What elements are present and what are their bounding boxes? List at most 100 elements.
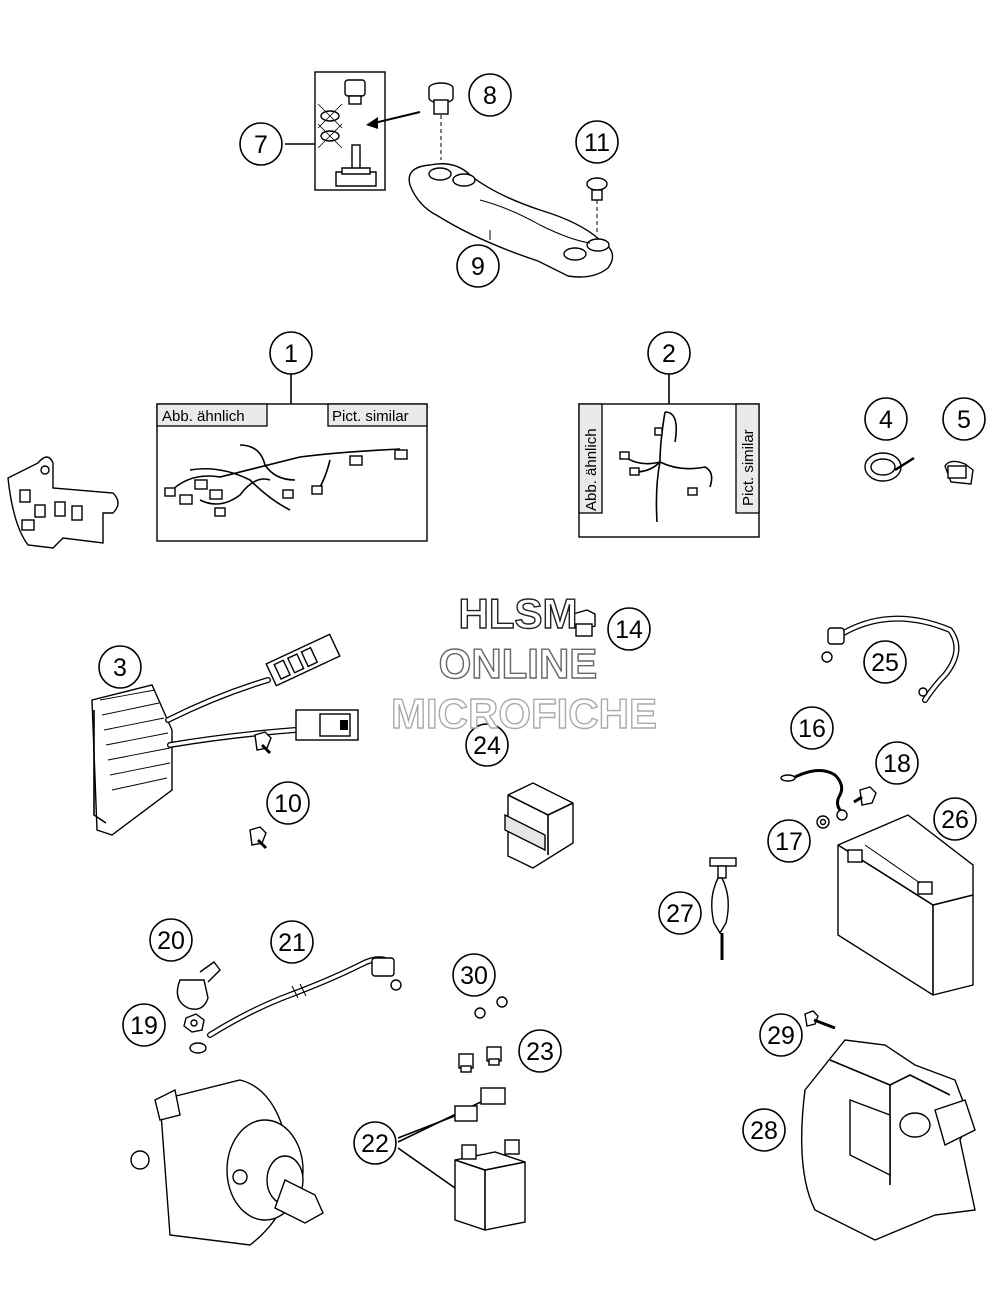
callout-circle <box>575 120 619 164</box>
callout-number: 9 <box>471 253 485 281</box>
part-relay-24[interactable] <box>504 782 574 869</box>
callout-number: 28 <box>750 1117 778 1145</box>
part-handlebar-clamp[interactable] <box>408 163 614 278</box>
callout-8[interactable]: 8 <box>468 73 512 117</box>
callout-24[interactable]: 24 <box>465 723 509 767</box>
callout-circle <box>647 331 691 375</box>
callout-23[interactable]: 23 <box>518 1029 562 1073</box>
part-screw-29[interactable] <box>804 1010 836 1030</box>
callout-number: 2 <box>662 340 676 368</box>
part-starter-relay-22[interactable] <box>397 1087 526 1231</box>
callout-19[interactable]: 19 <box>122 1003 166 1047</box>
callout-circle <box>269 331 313 375</box>
part-fuses-23[interactable] <box>458 1046 502 1073</box>
callout-29[interactable]: 29 <box>759 1013 803 1057</box>
callout-circle <box>875 741 919 785</box>
callout-circle <box>468 73 512 117</box>
part-cap-20[interactable] <box>176 961 221 1010</box>
callout-number: 30 <box>460 962 488 990</box>
callout-number: 20 <box>157 927 185 955</box>
callout-circle <box>239 122 283 166</box>
variant-label-similar-en: Pict. similar <box>332 408 409 425</box>
callout-number: 18 <box>883 750 911 778</box>
callout-circle <box>266 781 310 825</box>
part-ground-cable-16[interactable] <box>780 769 848 821</box>
part-nut-19[interactable] <box>183 1013 205 1033</box>
callout-17[interactable]: 17 <box>767 819 811 863</box>
callout-16[interactable]: 16 <box>790 706 834 750</box>
callout-4[interactable]: 4 <box>864 397 908 441</box>
callout-number: 5 <box>957 406 971 434</box>
callout-30[interactable]: 30 <box>452 953 496 997</box>
callout-28[interactable]: 28 <box>742 1108 786 1152</box>
part-sub-wiring-harness[interactable] <box>578 373 760 538</box>
callout-number: 14 <box>615 616 643 644</box>
callout-circle <box>452 953 496 997</box>
callout-22[interactable]: 22 <box>353 1121 397 1165</box>
callout-25[interactable]: 25 <box>863 640 907 684</box>
callout-circle <box>465 723 509 767</box>
callout-number: 1 <box>284 340 298 368</box>
part-voltage-regulator[interactable] <box>91 633 359 836</box>
part-connector-14[interactable] <box>572 609 596 637</box>
callout-circle <box>933 797 977 841</box>
part-cable-tie[interactable] <box>864 452 915 482</box>
part-starter-cable-21[interactable] <box>189 956 402 1054</box>
callout-circle <box>742 1108 786 1152</box>
callout-14[interactable]: 14 <box>607 607 651 651</box>
part-grommet[interactable] <box>428 82 454 160</box>
callout-number: 4 <box>879 406 893 434</box>
part-cable-clip[interactable] <box>944 460 974 485</box>
part-bracket[interactable] <box>7 456 119 549</box>
callout-10[interactable]: 10 <box>266 781 310 825</box>
callout-number: 19 <box>130 1012 158 1040</box>
callout-circle <box>658 891 702 935</box>
callout-number: 17 <box>775 828 803 856</box>
callout-1[interactable]: 1 <box>269 331 313 375</box>
callout-circle <box>270 920 314 964</box>
callout-3[interactable]: 3 <box>98 645 142 689</box>
part-ignition-lock-set[interactable] <box>285 71 421 191</box>
callout-5[interactable]: 5 <box>942 397 986 441</box>
callout-11[interactable]: 11 <box>575 120 619 164</box>
callout-21[interactable]: 21 <box>270 920 314 964</box>
callout-circle <box>942 397 986 441</box>
callout-26[interactable]: 26 <box>933 797 977 841</box>
callout-number: 25 <box>871 649 899 677</box>
watermark-line-3: MICROFICHE <box>391 690 657 737</box>
callout-9[interactable]: 9 <box>456 244 500 288</box>
part-main-wiring-harness[interactable] <box>156 373 428 542</box>
callout-number: 11 <box>584 129 610 157</box>
part-screws-30[interactable] <box>474 996 508 1019</box>
callout-circle <box>98 645 142 689</box>
part-screw-18[interactable] <box>853 786 877 806</box>
part-screws-10[interactable] <box>249 731 272 850</box>
callout-number: 7 <box>254 131 268 159</box>
part-battery-26[interactable] <box>837 814 974 996</box>
part-battery-cable-25[interactable] <box>821 615 960 703</box>
callout-circle <box>353 1121 397 1165</box>
callout-27[interactable]: 27 <box>658 891 702 935</box>
callout-circle <box>864 397 908 441</box>
part-battery-plug-27[interactable] <box>709 857 737 960</box>
part-battery-holder-28[interactable] <box>800 1039 976 1241</box>
watermark-line-1: HLSM <box>459 590 578 637</box>
callout-20[interactable]: 20 <box>149 918 193 962</box>
callout-number: 3 <box>113 654 127 682</box>
callout-circle <box>759 1013 803 1057</box>
callout-7[interactable]: 7 <box>239 122 283 166</box>
callout-number: 16 <box>798 715 826 743</box>
callout-circle <box>149 918 193 962</box>
part-rubber-plug[interactable] <box>586 177 608 232</box>
callout-circle <box>607 607 651 651</box>
callout-2[interactable]: 2 <box>647 331 691 375</box>
variant-label-similar-de: Abb. ähnlich <box>162 408 245 425</box>
callout-number: 22 <box>361 1130 389 1158</box>
callout-18[interactable]: 18 <box>875 741 919 785</box>
part-starter-motor[interactable] <box>130 1079 324 1246</box>
part-washer-17[interactable] <box>816 815 830 829</box>
watermark-line-2: ONLINE <box>439 640 598 687</box>
callout-number: 26 <box>941 806 969 834</box>
